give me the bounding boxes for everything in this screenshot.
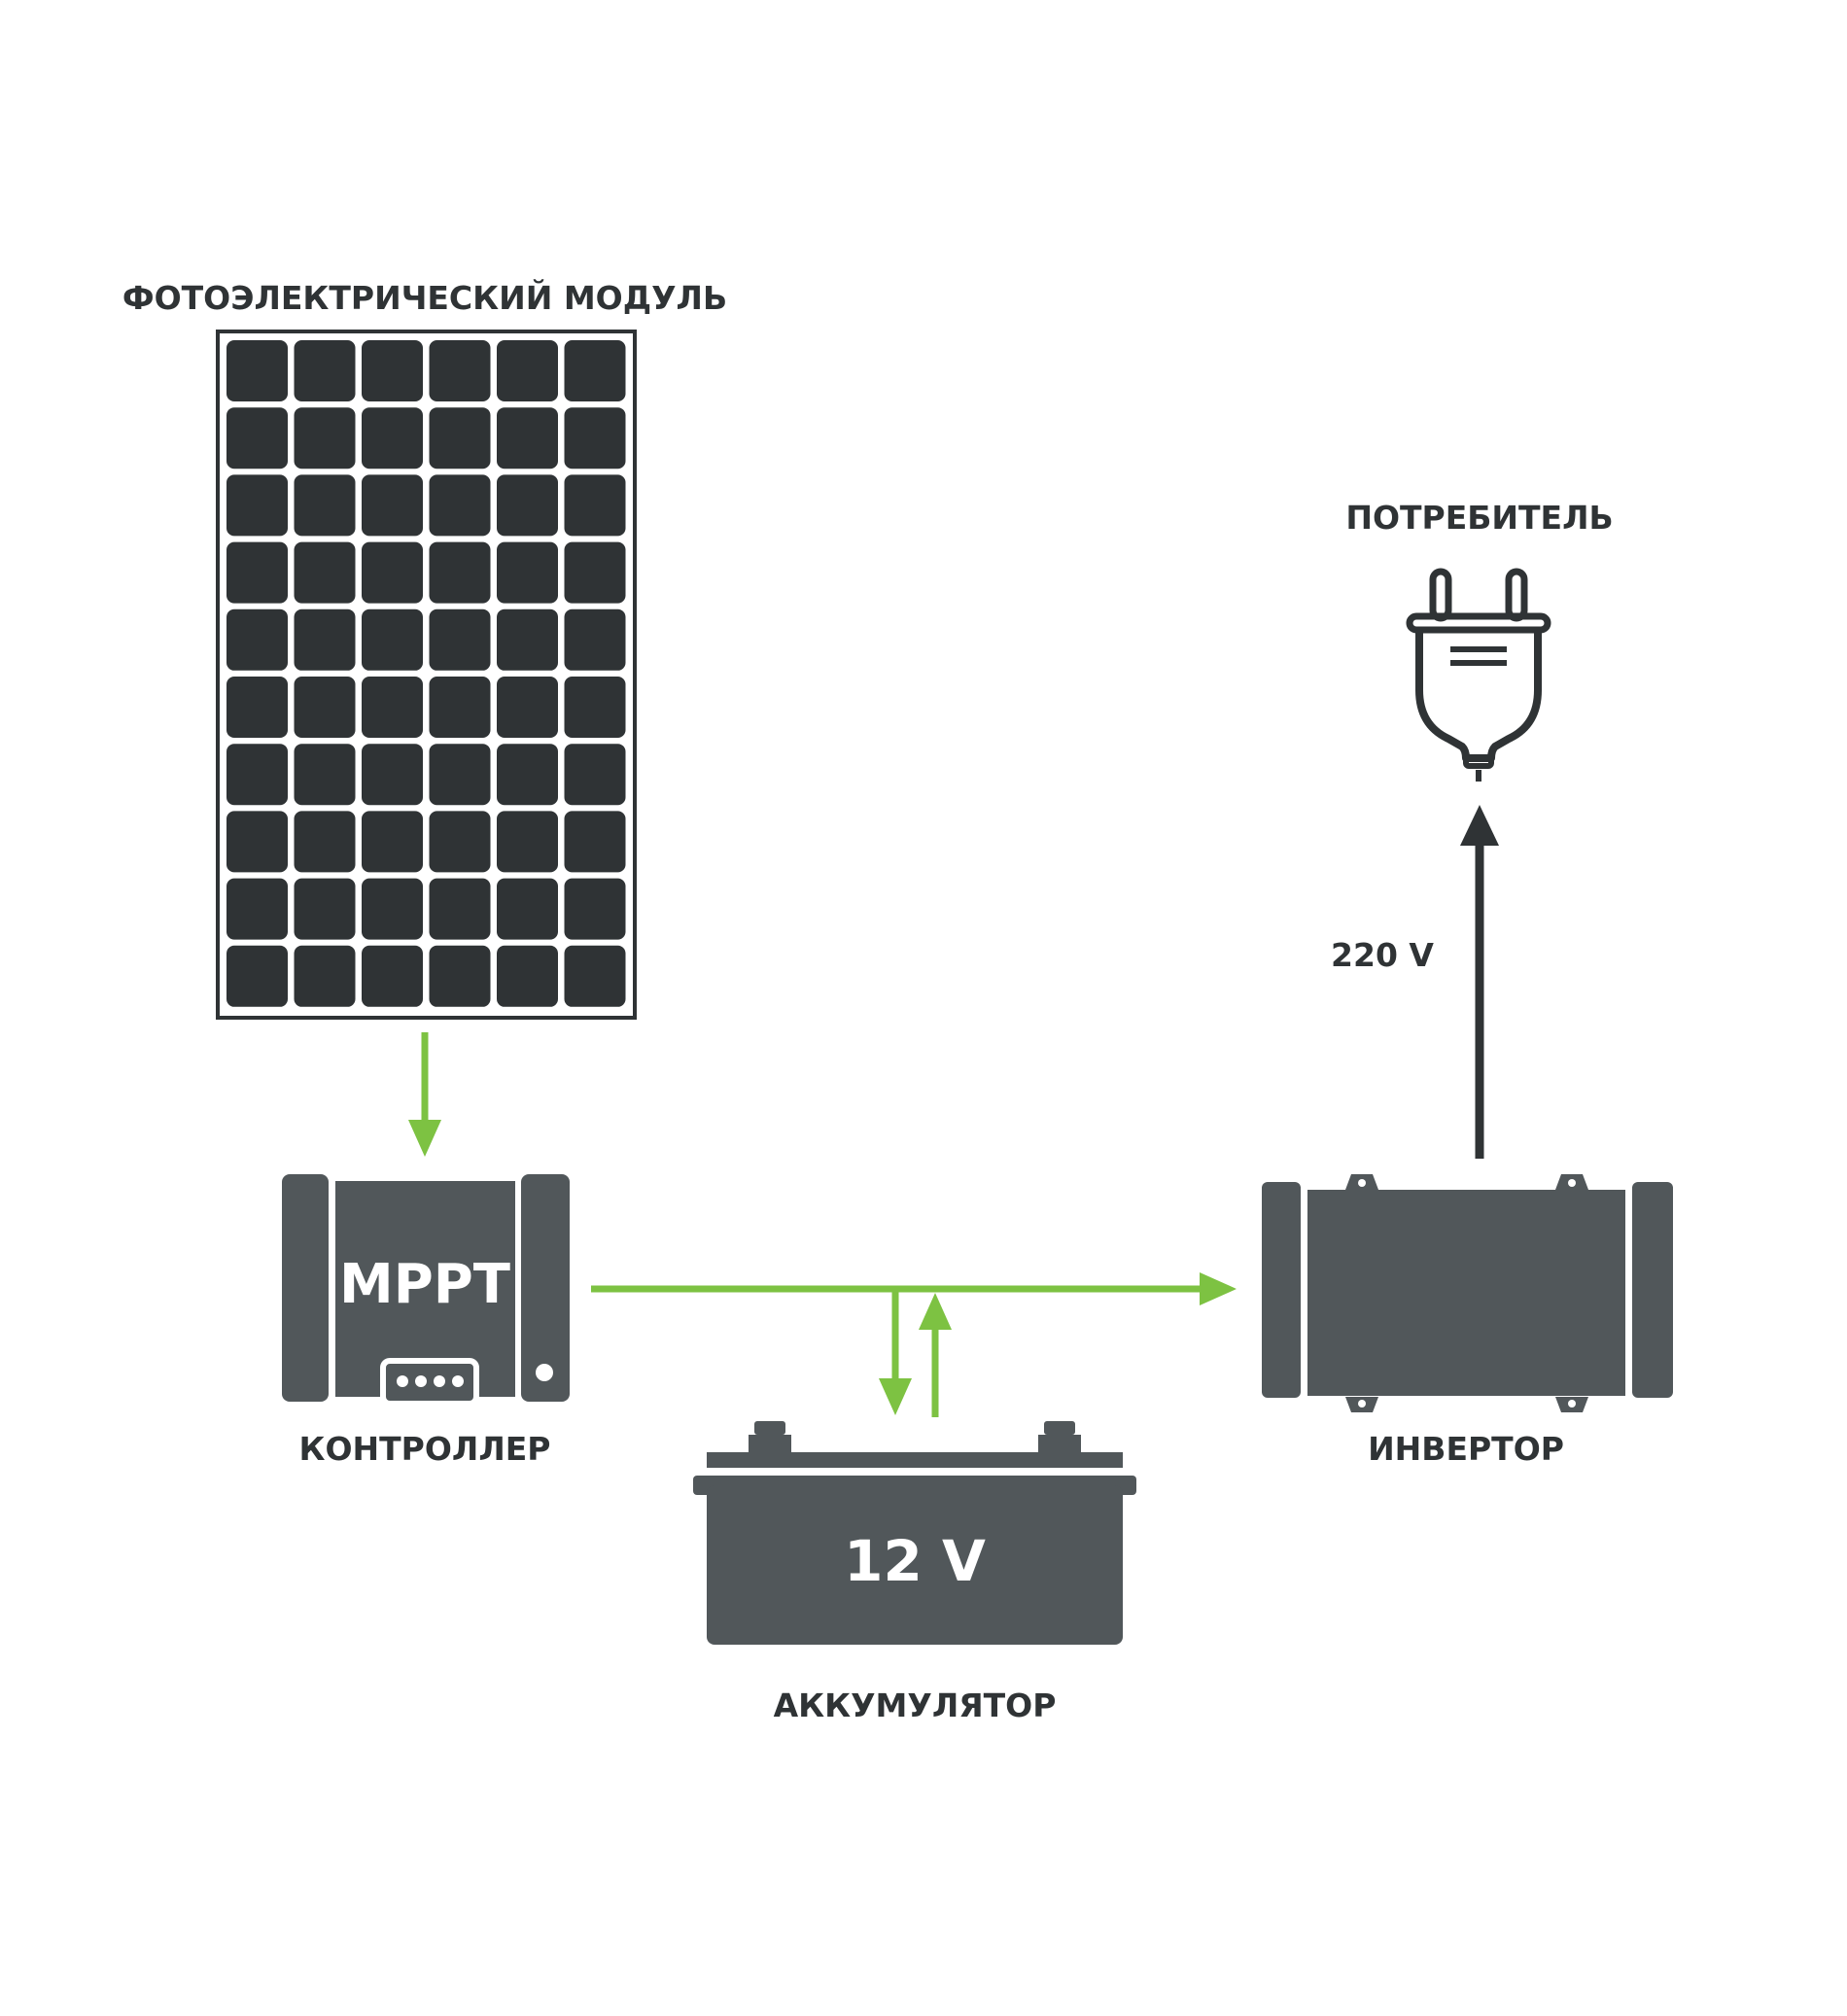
power-plug-icon (1406, 568, 1551, 782)
solar-cell (497, 878, 558, 940)
solar-cell (227, 407, 288, 469)
battery-terminal-left (754, 1421, 785, 1435)
controller-right-cap (521, 1174, 570, 1402)
solar-cell (362, 677, 423, 738)
controller-mppt-badge: MPPT (339, 1253, 510, 1316)
solar-cell (294, 541, 356, 604)
solar-cell (362, 340, 423, 401)
solar-cell (362, 744, 423, 806)
solar-cell (429, 474, 491, 537)
solar-cell (227, 744, 288, 806)
plug-cable-stub (1463, 755, 1494, 769)
solar-cell (227, 878, 288, 940)
solar-cell (564, 878, 626, 940)
dc-flow-arrow-panel-to-controller (408, 1032, 441, 1157)
solar-cell (564, 340, 626, 401)
solar-cell (429, 340, 491, 401)
solar-cell (362, 608, 423, 671)
solar-cell (497, 945, 558, 1007)
solar-cell (429, 945, 491, 1007)
plug-pin-left (1429, 568, 1452, 622)
solar-cell (497, 744, 558, 806)
controller-indicator-led (536, 1364, 553, 1381)
solar-cell (564, 608, 626, 671)
solar-cell (294, 744, 356, 806)
solar-cell (564, 677, 626, 738)
solar-cell (564, 945, 626, 1007)
solar-cell (429, 407, 491, 469)
solar-cell (362, 945, 423, 1007)
solar-cell (294, 945, 356, 1007)
dc-flow-arrow-controller-to-inverter (591, 1272, 1237, 1305)
dc-flow-arrow-to-battery (879, 1289, 912, 1415)
controller-terminal-block (380, 1358, 479, 1407)
solar-cell (429, 608, 491, 671)
solar-cell (362, 407, 423, 469)
solar-cell (227, 677, 288, 738)
solar-cell (362, 811, 423, 873)
solar-panel-cells (227, 340, 626, 1007)
solar-cell (294, 474, 356, 537)
inverter-label: ИНВЕРТОР (1368, 1430, 1564, 1468)
solar-cell (227, 608, 288, 671)
battery-terminal-right (1044, 1421, 1075, 1435)
solar-cell (294, 407, 356, 469)
solar-cell (497, 811, 558, 873)
solar-cell (294, 878, 356, 940)
solar-cell (497, 474, 558, 537)
solar-cell (497, 541, 558, 604)
pv-module-label: ФОТОЭЛЕКТРИЧЕСКИЙ МОДУЛЬ (122, 278, 727, 317)
battery-voltage: 12 V (844, 1528, 986, 1594)
solar-cell (294, 677, 356, 738)
solar-cell (564, 474, 626, 537)
solar-cell (227, 340, 288, 401)
solar-panel-icon (216, 330, 637, 1020)
solar-cell (429, 541, 491, 604)
solar-cell (497, 608, 558, 671)
solar-cell (497, 340, 558, 401)
consumer-label: ПОТРЕБИТЕЛЬ (1345, 499, 1613, 537)
dc-flow-arrow-from-battery (919, 1293, 952, 1417)
solar-cell (227, 811, 288, 873)
solar-cell (294, 608, 356, 671)
solar-cell (362, 541, 423, 604)
solar-cell (362, 878, 423, 940)
inverter-icon (1262, 1174, 1673, 1412)
solar-cell (564, 744, 626, 806)
battery-body (707, 1485, 1123, 1645)
battery-icon: 12 V (693, 1421, 1136, 1645)
inverter-left-cap (1262, 1182, 1301, 1398)
plug-pin-right (1505, 568, 1528, 622)
solar-cell (362, 474, 423, 537)
plug-collar (1406, 612, 1551, 634)
solar-cell (429, 677, 491, 738)
solar-cell (227, 541, 288, 604)
solar-cell (429, 744, 491, 806)
solar-cell (564, 541, 626, 604)
ac-flow-arrow-inverter-to-consumer (1460, 805, 1499, 1159)
solar-cell (564, 407, 626, 469)
solar-cell (497, 677, 558, 738)
battery-label: АККУМУЛЯТОР (774, 1686, 1057, 1724)
solar-cell (429, 811, 491, 873)
solar-cell (227, 474, 288, 537)
solar-cell (429, 878, 491, 940)
solar-cell (497, 407, 558, 469)
solar-cell (294, 340, 356, 401)
inverter-body (1307, 1190, 1625, 1396)
solar-cell (227, 945, 288, 1007)
solar-cell (564, 811, 626, 873)
controller-label: КОНТРОЛЛЕР (299, 1430, 551, 1468)
inverter-right-cap (1632, 1182, 1673, 1398)
charge-controller-icon: MPPT (282, 1174, 570, 1407)
battery-lid (707, 1452, 1123, 1468)
solar-cell (294, 811, 356, 873)
controller-left-cap (282, 1174, 329, 1402)
output-voltage-label: 220 V (1331, 936, 1434, 974)
